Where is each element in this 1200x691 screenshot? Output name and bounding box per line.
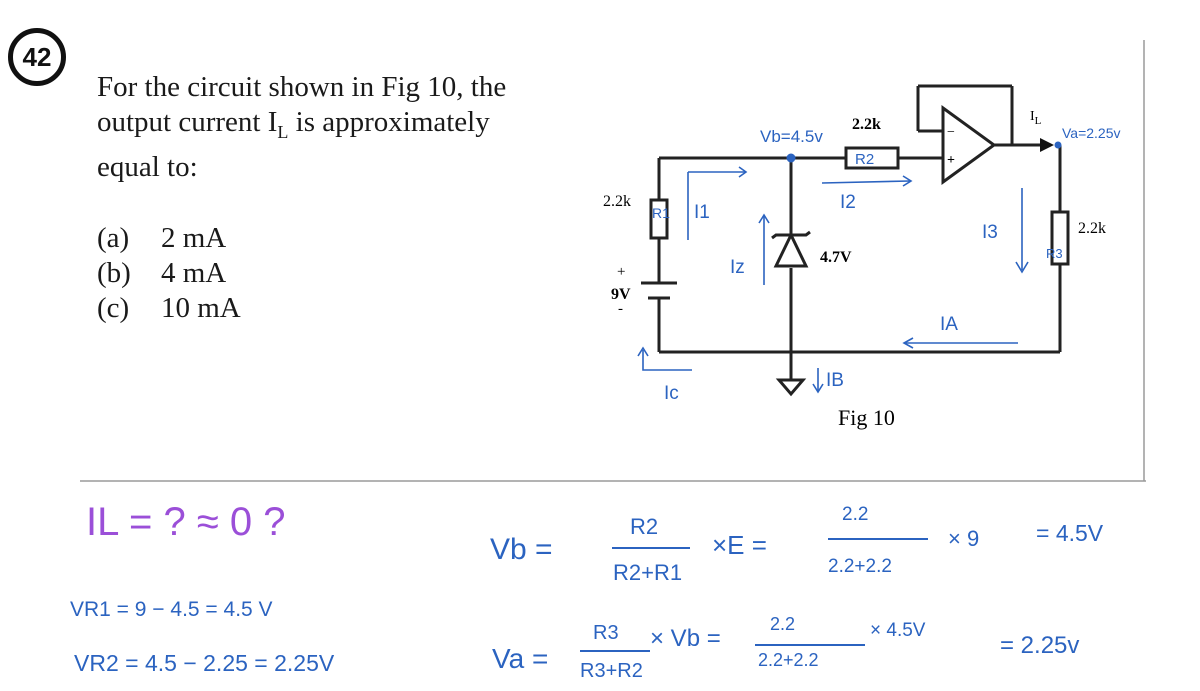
vb-denominator: R2+R1 — [613, 560, 683, 585]
va-numerator-2: 2.2 — [770, 614, 796, 634]
battery-plus-label: + — [617, 264, 625, 280]
option-b-value: 4 mA — [161, 256, 227, 289]
battery-minus-label: - — [618, 301, 623, 317]
option-b-key: (b) — [97, 256, 131, 289]
output-arrow-icon — [1040, 138, 1054, 152]
i1-annotation: I1 — [694, 202, 710, 223]
question-block: For the circuit shown in Fig 10, the out… — [97, 70, 557, 326]
option-c-value: 10 mA — [161, 291, 241, 324]
va-numerator: R3 — [593, 622, 619, 644]
va-denominator-2: 2.2+2.2 — [758, 650, 819, 670]
ia-arrow-head — [902, 337, 914, 349]
ic-arrow-icon — [642, 350, 692, 371]
question-line-2-text: output current I — [97, 106, 278, 138]
i2-arrow-head — [902, 175, 913, 187]
i3-arrow-head — [1015, 261, 1029, 274]
question-line-3: equal to: — [97, 150, 198, 183]
vb-numerator: R2 — [630, 514, 659, 539]
il-label: IL — [1030, 109, 1042, 127]
r1-annotation: R1 — [652, 205, 670, 221]
zener-bar — [771, 230, 811, 240]
va-times-4-5: × 4.5V — [870, 620, 926, 641]
node-va-dot — [1054, 141, 1062, 149]
node-vb-dot — [786, 153, 796, 163]
va-fraction-bar-2 — [755, 644, 865, 646]
va-fraction-bar — [580, 650, 650, 652]
vb-lhs: Vb = — [490, 533, 553, 566]
ground-icon — [775, 378, 807, 397]
option-a-value: 2 mA — [161, 221, 227, 254]
zener-value-label: 4.7V — [820, 249, 852, 266]
opamp-minus-label: − — [947, 125, 955, 140]
vr1-equation: VR1 = 9 − 4.5 = 4.5 V — [70, 598, 273, 621]
option-a-key: (a) — [97, 221, 130, 254]
option-c-key: (c) — [97, 291, 130, 324]
resistor-r2 — [844, 146, 900, 170]
question-line-1: For the circuit shown in Fig 10, the — [97, 71, 507, 103]
ib-arrow-head — [812, 383, 824, 394]
va-lhs: Va = — [492, 643, 549, 674]
vb-fraction-bar-2 — [828, 538, 928, 540]
r2-annotation: R2 — [855, 151, 874, 168]
ic-annotation: Ic — [664, 383, 679, 404]
problem-number-badge: 42 — [8, 28, 66, 86]
vb-numerator-2: 2.2 — [842, 504, 869, 525]
question-subscript-l: L — [277, 121, 289, 142]
vr2-equation: VR2 = 4.5 − 2.25 = 2.25V — [74, 650, 335, 676]
opamp-symbol — [941, 105, 997, 185]
option-b: (b) 4 mA — [97, 256, 557, 291]
r2-value-label: 2.2k — [852, 116, 881, 133]
vb-node-annotation: Vb=4.5v — [760, 127, 823, 146]
i3-annotation: I3 — [982, 222, 998, 243]
il-label-i: I — [1030, 109, 1035, 124]
il-label-sub: L — [1035, 115, 1042, 127]
resistor-r1 — [649, 198, 669, 240]
ia-annotation: IA — [940, 314, 958, 335]
r3-value-label: 2.2k — [1078, 220, 1106, 237]
vb-result: = 4.5V — [1036, 520, 1104, 546]
va-times-vb: × Vb = — [650, 625, 721, 652]
battery-value-label: 9V — [611, 286, 631, 303]
question-line-2: output current IL is approximately — [97, 105, 557, 150]
iz-annotation: Iz — [730, 257, 745, 278]
option-a: (a) 2 mA — [97, 221, 557, 256]
ic-arrow-head — [637, 346, 649, 357]
va-denominator: R3+R2 — [580, 660, 643, 682]
vb-denominator-2: 2.2+2.2 — [828, 556, 892, 577]
r1-value-label: 2.2k — [603, 193, 631, 210]
r3-annotation: R3 — [1046, 246, 1063, 261]
i2-arrow-icon — [821, 180, 911, 184]
va-node-annotation: Va=2.25v — [1062, 125, 1121, 141]
resistor-r3 — [1050, 210, 1070, 266]
vb-fraction-bar — [612, 547, 690, 549]
ib-annotation: IB — [826, 370, 844, 391]
vb-times-e: ×E = — [712, 530, 767, 560]
i2-annotation: I2 — [840, 192, 856, 213]
vb-times-9: × 9 — [948, 526, 980, 551]
figure-caption: Fig 10 — [838, 405, 895, 430]
va-result: = 2.25v — [1000, 632, 1080, 659]
options-list: (a) 2 mA (b) 4 mA (c) 10 mA — [97, 221, 557, 326]
zener-diode-icon — [773, 231, 809, 268]
option-c: (c) 10 mA — [97, 291, 557, 326]
il-guess: IL = ? ≈ 0 ? — [86, 500, 286, 544]
i1-arrow-head — [738, 166, 748, 178]
opamp-plus-label: + — [947, 153, 955, 168]
question-line-2-rest: is approximately — [288, 106, 490, 138]
iz-arrow-head — [758, 213, 770, 224]
